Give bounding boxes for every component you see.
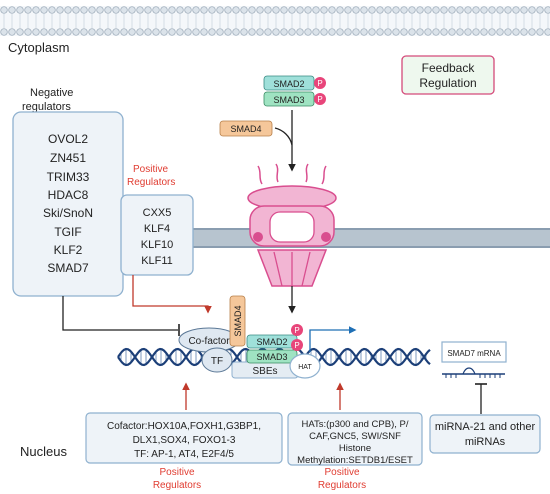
svg-text:P: P [317, 95, 322, 104]
hat-oval [289, 353, 321, 379]
cofactor-list-line3: TF: AP-1, AT4, E2F4/5 [134, 449, 234, 460]
svg-text:P: P [294, 326, 299, 335]
negative-regulators-title-line2: regulators [22, 101, 71, 113]
hat-list-line3: Histone [339, 443, 371, 454]
feedback-regulation-box [401, 55, 495, 95]
hat-list-line4: Methylation:SETDB1/ESET [297, 455, 413, 466]
mirna-line1: miRNA-21 and other [435, 421, 536, 433]
cofactor-list-line2: DLX1,SOX4, FOXO1-3 [133, 435, 236, 446]
nucleus-label: Nucleus [20, 444, 67, 459]
hat-caption-line2: Regulators [318, 480, 366, 491]
feedback-line1: Feedback [422, 61, 476, 75]
negative-regulator-ovol2: OVOL2 [48, 132, 88, 146]
positive-activation-arrow [132, 275, 212, 314]
positive-regulator-klf10: KLF10 [141, 239, 173, 251]
positive-regulators-title-line1: Positive [133, 164, 168, 175]
mirna-box [429, 414, 541, 454]
mrna-loop [462, 367, 476, 375]
negative-regulator-smad7: SMAD7 [47, 261, 89, 275]
negative-inhibition-line [62, 296, 178, 331]
feedback-line2: Regulation [419, 76, 476, 90]
hat-list-line1: HATs:(p300 and CPB), P/ [301, 419, 408, 430]
positive-regulator-cxx5: CXX5 [143, 207, 172, 219]
cofactor-caption-line1: Positive [159, 467, 194, 478]
phospho-smad2-nuclear-icon [291, 324, 303, 336]
negative-regulators-title-line1: Negative [30, 87, 73, 99]
mrna-ticks [445, 374, 501, 378]
hat-list-line2: CAF,GNC5, SWI/SNF [309, 431, 401, 442]
smad7-mrna-label: SMAD7 mRNA [447, 349, 501, 358]
mirna-line2: miRNAs [465, 436, 506, 448]
cofactor-label: Co-factor [188, 336, 230, 347]
tf-oval [201, 347, 233, 373]
cofactor-caption-line2: Regulators [153, 480, 201, 491]
hat-label: HAT [298, 364, 312, 371]
negative-regulator-hdac8: HDAC8 [48, 188, 89, 202]
smad4-cytoplasm: SMAD4 [219, 120, 273, 137]
negative-regulator-klf2: KLF2 [54, 243, 83, 257]
positive-regulator-klf11: KLF11 [141, 255, 173, 267]
svg-text:P: P [317, 79, 322, 88]
smad3-cytoplasm: SMAD3 P [263, 91, 326, 107]
plasma-membrane [0, 6, 550, 36]
cofactor-list-line1: Cofactor:HOX10A,FOXH1,G3BP1, [107, 421, 261, 432]
svg-text:P: P [294, 341, 299, 350]
cofactor-list-box [85, 412, 283, 464]
smad7-mrna-box [441, 341, 507, 363]
positive-regulator-klf4: KLF4 [144, 223, 170, 235]
phospho-smad3-icon [314, 93, 326, 105]
svg-text:SMAD4: SMAD4 [230, 124, 261, 134]
smad4-join-line [274, 127, 293, 146]
membrane-lipid-beads [0, 6, 550, 36]
smad2-cytoplasm: SMAD2 P [263, 75, 326, 91]
tf-label: TF [211, 356, 223, 367]
svg-text:SMAD2: SMAD2 [273, 79, 304, 89]
phospho-smad3-nuclear-icon [291, 339, 303, 351]
smad2-nuclear-label: SMAD2 [256, 337, 287, 347]
smad4-nuclear-label: SMAD4 [233, 305, 243, 336]
smad4-nuclear [229, 295, 246, 347]
positive-regulators-title-line2: Regulators [127, 177, 175, 188]
sbes-label: SBEs [252, 366, 277, 377]
hat-caption-line1: Positive [324, 467, 359, 478]
positive-regulators-box [120, 194, 194, 276]
negative-regulator-trim33: TRIM33 [47, 170, 90, 184]
transcription-start-arrow [309, 326, 357, 352]
negative-regulator-tgif: TGIF [54, 225, 81, 239]
nuclear-pore-complex [247, 163, 337, 287]
phospho-smad2-icon [314, 77, 326, 89]
svg-text:SMAD3: SMAD3 [273, 95, 304, 105]
negative-regulator-ski-snon: Ski/SnoN [43, 206, 93, 220]
negative-regulator-zn451: ZN451 [50, 151, 86, 165]
hat-list-box [287, 412, 423, 466]
cytoplasm-label: Cytoplasm [8, 40, 69, 55]
smad3-nuclear-label: SMAD3 [256, 352, 287, 362]
